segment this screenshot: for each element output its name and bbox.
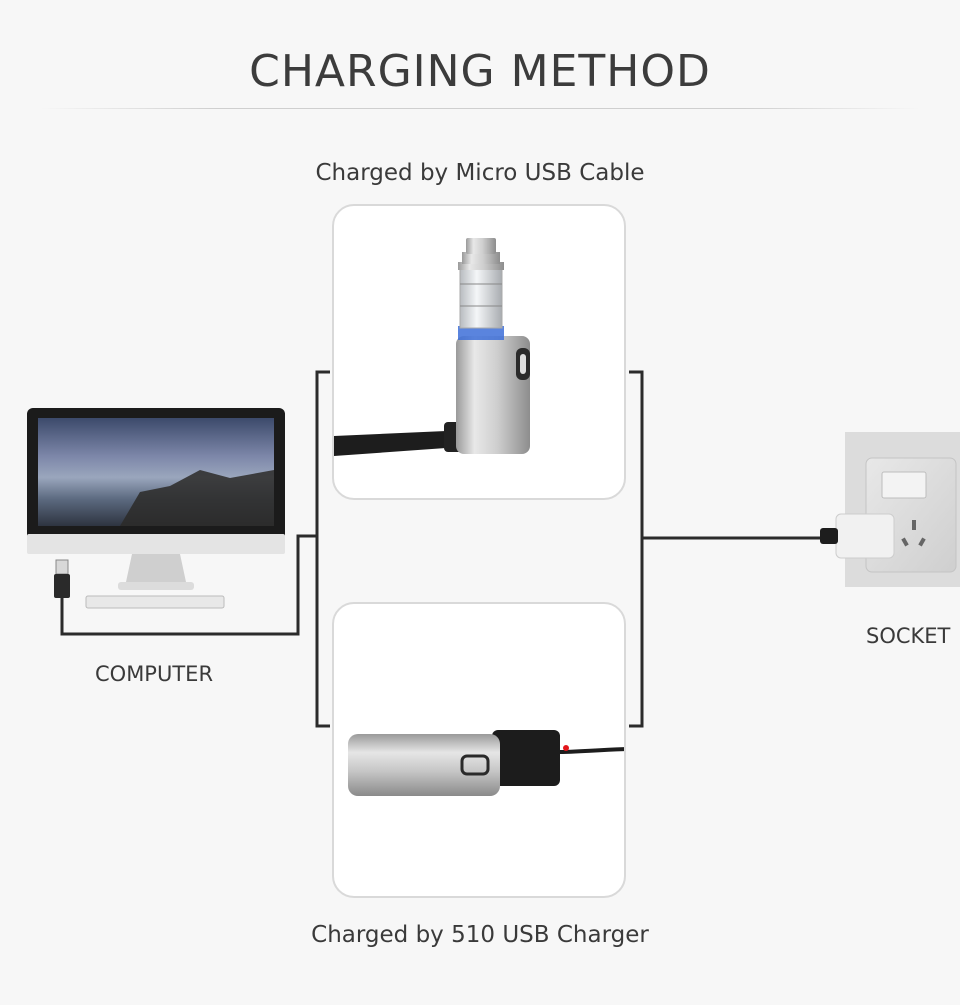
title-divider [40, 108, 920, 109]
right-bracket [629, 370, 644, 728]
computer-cable [60, 534, 317, 636]
socket-label: SOCKET [866, 624, 951, 648]
mod-with-charger-illustration [348, 730, 624, 796]
left-bracket [315, 370, 330, 728]
charger-led-icon [563, 745, 569, 751]
usb-510-charger-panel [332, 602, 626, 898]
usb-plug-icon [55, 559, 69, 575]
computer-icon [27, 408, 285, 609]
wall-socket-icon [820, 432, 960, 587]
computer-label: COMPUTER [95, 662, 214, 686]
micro-usb-caption: Charged by Micro USB Cable [315, 160, 645, 186]
usb-510-caption: Charged by 510 USB Charger [311, 922, 649, 948]
page-title: CHARGING METHOD [249, 46, 711, 97]
mod-with-cable-illustration [334, 238, 530, 456]
micro-usb-panel [332, 204, 626, 500]
